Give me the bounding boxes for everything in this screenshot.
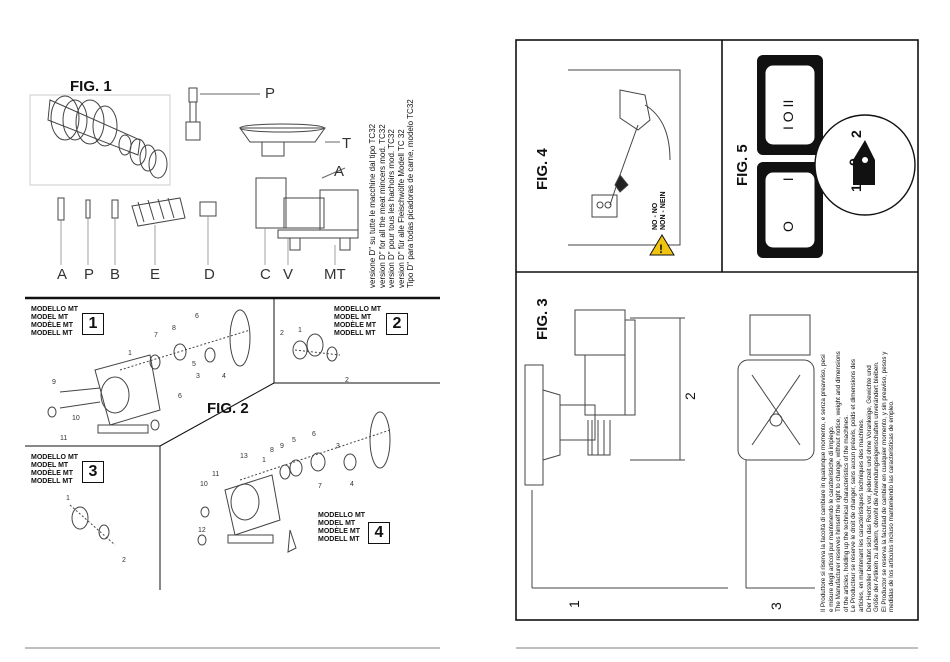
fig4-warning: NO - NO NON - NEIN	[652, 192, 668, 231]
fig2-box-4: 4	[368, 522, 390, 544]
disclaimer-line: articles, en maintenant les caractéristi…	[857, 418, 865, 612]
fig1-label-d: D	[204, 266, 215, 283]
svg-text:3: 3	[336, 443, 340, 450]
dim-label-3: 3	[768, 602, 784, 610]
fig2-box-1: 1	[82, 313, 104, 335]
model-line: MODELL MT	[334, 330, 376, 337]
dial-label-2: 2	[848, 130, 864, 138]
model-line: MODÈLE MT	[31, 470, 73, 477]
switch-top-label: I O II	[780, 99, 796, 130]
svg-text:11: 11	[60, 435, 67, 442]
model-line: MODELLO MT	[31, 306, 79, 313]
model-line: MODEL MT	[31, 462, 69, 469]
right-page: !	[470, 0, 950, 662]
fig1-label-a: A	[334, 163, 345, 180]
dial-label-1: 1	[848, 184, 864, 192]
model-line: MODEL MT	[318, 520, 356, 527]
disclaimer-line: e misure degli articoli pur mantenendo l…	[827, 425, 835, 612]
model-line: MODÈLE MT	[31, 322, 73, 329]
svg-text:1: 1	[298, 327, 302, 334]
svg-text:1: 1	[66, 495, 70, 502]
dial-label-0: 0	[846, 158, 862, 166]
svg-text:13: 13	[240, 453, 248, 460]
svg-text:8: 8	[172, 325, 176, 332]
left-page: FIG. 1	[0, 0, 470, 662]
svg-text:4: 4	[350, 481, 354, 488]
disclaimer-line: The Manufacturer reserves himself the ri…	[835, 351, 843, 612]
fig3-title: FIG. 3	[534, 298, 551, 340]
svg-text:12: 12	[198, 527, 206, 534]
disclaimer-line: Le Producteur se réserve le droit de cha…	[850, 358, 858, 612]
fig1-label-b: B	[110, 266, 121, 283]
fig1-label-a-bottom: A	[57, 266, 68, 283]
disclaimer-line: Il Produttore si riserva la facoltà di c…	[820, 354, 827, 612]
svg-text:9: 9	[52, 379, 56, 386]
model-line: MODELL MT	[31, 478, 73, 485]
svg-text:6: 6	[312, 431, 316, 438]
fig1-label-t: T	[342, 135, 352, 152]
fig2-box-3: 3	[82, 461, 104, 483]
svg-text:3: 3	[196, 373, 200, 380]
fig1-label-c: C	[260, 266, 271, 283]
model-block-3: MODELLO MT MODEL MT MODÈLE MT MODELL MT	[31, 454, 78, 486]
warning-line: NON - NEIN	[660, 191, 667, 231]
switch-bottom-label: O I	[780, 159, 796, 232]
svg-text:8: 8	[270, 447, 274, 454]
svg-text:5: 5	[192, 361, 196, 368]
fig1-label-mt: MT	[324, 266, 346, 283]
model-line: MODELLO MT	[31, 454, 79, 461]
fig1-label-p-bottom: P	[84, 266, 95, 283]
disclaimer-line: of the articles, holding up the technica…	[842, 414, 850, 612]
fig1-label-e: E	[150, 266, 161, 283]
fig1-label-p-top: P	[265, 85, 276, 102]
model-block-1: MODELLO MT MODEL MT MODÈLE MT MODELL MT	[31, 306, 78, 338]
dim-label-1: 1	[566, 600, 582, 608]
fig1-drawing	[29, 87, 359, 265]
svg-text:6: 6	[195, 313, 199, 320]
svg-text:1: 1	[128, 350, 132, 357]
model-block-2: MODELLO MT MODEL MT MODÈLE MT MODELL MT	[334, 306, 381, 338]
svg-text:6: 6	[178, 393, 182, 400]
svg-text:5: 5	[292, 437, 296, 444]
svg-text:2: 2	[345, 377, 349, 384]
svg-text:11: 11	[212, 471, 219, 478]
right-page-frame: !	[515, 39, 919, 649]
model-line: MODEL MT	[31, 314, 69, 321]
fig1-label-v: V	[283, 266, 294, 283]
svg-text:10: 10	[72, 415, 80, 422]
disclaimer-line: Größe der Artikeln zu ändern, obwohl die…	[873, 361, 881, 612]
svg-text:1: 1	[262, 457, 266, 464]
model-line: MODELLO MT	[318, 512, 366, 519]
fig4-title: FIG. 4	[534, 148, 551, 190]
svg-text:9: 9	[280, 443, 284, 450]
dim-label-2: 2	[682, 392, 698, 400]
model-block-4: MODELLO MT MODEL MT MODÈLE MT MODELL MT	[318, 512, 365, 544]
svg-text:!: !	[659, 242, 663, 256]
svg-text:7: 7	[318, 483, 322, 490]
warning-line: NO - NO	[652, 202, 659, 230]
disclaimer-line: medidas de los articulos incluso manteni…	[888, 400, 896, 612]
model-line: MODEL MT	[334, 314, 372, 321]
model-line: MODELLO MT	[334, 306, 382, 313]
fig1-title: FIG. 1	[70, 78, 112, 95]
svg-text:10: 10	[200, 481, 208, 488]
model-line: MODELL MT	[318, 536, 360, 543]
fig2-title: FIG. 2	[207, 400, 249, 417]
disclaimer-block: Il Produttore si riserva la facoltà di c…	[820, 351, 896, 612]
model-line: MODELL MT	[31, 330, 73, 337]
svg-text:2: 2	[280, 330, 284, 337]
svg-text:2: 2	[122, 557, 126, 564]
disclaimer-line: El Productor se reserva la facultad de c…	[880, 351, 888, 612]
svg-text:4: 4	[222, 373, 226, 380]
svg-text:7: 7	[154, 332, 158, 339]
model-line: MODÈLE MT	[334, 322, 376, 329]
fig5-title: FIG. 5	[734, 144, 751, 186]
fig2-box-2: 2	[386, 313, 408, 335]
disclaimer-line: Der Hersteller behaltet sich das Recht v…	[865, 365, 873, 612]
model-line: MODÈLE MT	[318, 528, 360, 535]
